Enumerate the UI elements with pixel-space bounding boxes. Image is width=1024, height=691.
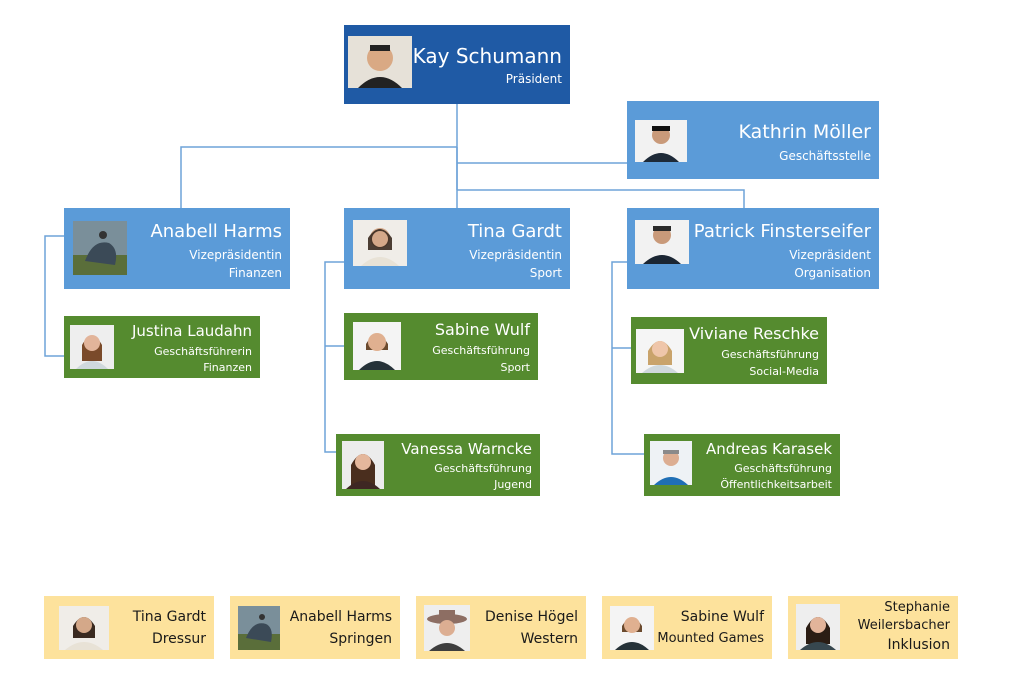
- discipline-photo-inklusion: [796, 604, 840, 650]
- vice-box-tina-gardt[interactable]: Tina Gardt Vizepräsidentin Sport: [344, 208, 570, 289]
- manager-area-viviane-reschke: Social-Media: [749, 365, 819, 378]
- vice-role-patrick-finsterseifer: Vizepräsident: [789, 248, 871, 262]
- manager-box-andreas-karasek[interactable]: Andreas Karasek Geschäftsführung Öffentl…: [644, 434, 840, 496]
- discipline-photo-western: [424, 605, 470, 651]
- president-role: Präsident: [505, 72, 562, 86]
- office-name: Kathrin Möller: [738, 121, 871, 143]
- manager-area-justina-laudahn: Finanzen: [203, 361, 252, 374]
- vice-photo-anabell-harms: [73, 221, 127, 275]
- manager-name-viviane-reschke: Viviane Reschke: [689, 324, 819, 343]
- discipline-box-inklusion[interactable]: Stephanie Weilersbacher Inklusion: [788, 596, 958, 659]
- discipline-name-inklusion-first: Stephanie: [884, 600, 950, 615]
- manager-box-viviane-reschke[interactable]: Viviane Reschke Geschäftsführung Social-…: [631, 317, 827, 384]
- president-photo: [348, 36, 412, 88]
- vice-box-patrick-finsterseifer[interactable]: Patrick Finsterseifer Vizepräsident Orga…: [627, 208, 879, 289]
- manager-area-sabine-wulf: Sport: [500, 361, 530, 374]
- discipline-label-dressur: Dressur: [151, 631, 206, 647]
- vice-box-anabell-harms[interactable]: Anabell Harms Vizepräsidentin Finanzen: [64, 208, 290, 289]
- manager-name-andreas-karasek: Andreas Karasek: [706, 440, 832, 458]
- manager-area-vanessa-warncke: Jugend: [494, 478, 532, 491]
- discipline-name-mounted-games: Sabine Wulf: [680, 609, 764, 625]
- manager-name-sabine-wulf: Sabine Wulf: [434, 320, 530, 339]
- manager-photo-viviane-reschke: [636, 329, 684, 373]
- manager-photo-vanessa-warncke: [342, 441, 384, 489]
- discipline-name-inklusion-last: Weilersbacher: [857, 618, 950, 633]
- vice-role-tina-gardt: Vizepräsidentin: [469, 248, 562, 262]
- discipline-label-springen: Springen: [329, 631, 392, 647]
- discipline-name-western: Denise Högel: [485, 609, 578, 625]
- manager-area-andreas-karasek: Öffentlichkeitsarbeit: [720, 478, 832, 491]
- vice-area-tina-gardt: Sport: [529, 266, 562, 280]
- vice-name-anabell-harms: Anabell Harms: [150, 221, 282, 242]
- manager-photo-sabine-wulf: [353, 322, 401, 370]
- manager-photo-andreas-karasek: [650, 441, 692, 485]
- discipline-label-mounted-games: Mounted Games: [657, 631, 764, 646]
- president-box[interactable]: Kay Schumann Präsident: [344, 25, 570, 104]
- vice-name-tina-gardt: Tina Gardt: [467, 221, 562, 242]
- discipline-photo-springen: [238, 606, 280, 650]
- vice-name-patrick-finsterseifer: Patrick Finsterseifer: [693, 221, 871, 242]
- manager-role-andreas-karasek: Geschäftsführung: [734, 462, 832, 475]
- manager-role-viviane-reschke: Geschäftsführung: [721, 348, 819, 361]
- vice-role-anabell-harms: Vizepräsidentin: [189, 248, 282, 262]
- president-name: Kay Schumann: [412, 44, 562, 68]
- discipline-box-dressur[interactable]: Tina Gardt Dressur: [44, 596, 214, 659]
- discipline-name-springen: Anabell Harms: [289, 609, 392, 625]
- manager-role-sabine-wulf: Geschäftsführung: [432, 344, 530, 357]
- manager-role-justina-laudahn: Geschäftsführerin: [154, 345, 252, 358]
- discipline-box-springen[interactable]: Anabell Harms Springen: [230, 596, 400, 659]
- manager-role-vanessa-warncke: Geschäftsführung: [434, 462, 532, 475]
- manager-name-justina-laudahn: Justina Laudahn: [131, 322, 252, 340]
- manager-box-sabine-wulf[interactable]: Sabine Wulf Geschäftsführung Sport: [344, 313, 538, 380]
- discipline-label-western: Western: [520, 631, 578, 647]
- discipline-label-inklusion: Inklusion: [887, 637, 951, 653]
- discipline-photo-dressur: [59, 606, 109, 650]
- vice-area-anabell-harms: Finanzen: [228, 266, 282, 280]
- discipline-photo-mounted-games: [610, 606, 654, 650]
- manager-photo-justina-laudahn: [70, 325, 114, 369]
- discipline-name-dressur: Tina Gardt: [132, 609, 206, 625]
- vice-area-patrick-finsterseifer: Organisation: [794, 266, 871, 280]
- vice-photo-tina-gardt: [353, 220, 407, 266]
- office-photo: [635, 120, 687, 162]
- office-role: Geschäftsstelle: [779, 149, 871, 163]
- office-box[interactable]: Kathrin Möller Geschäftsstelle: [627, 101, 879, 179]
- manager-name-vanessa-warncke: Vanessa Warncke: [401, 440, 532, 458]
- discipline-box-western[interactable]: Denise Högel Western: [416, 596, 586, 659]
- manager-box-justina-laudahn[interactable]: Justina Laudahn Geschäftsführerin Finanz…: [64, 316, 260, 378]
- manager-box-vanessa-warncke[interactable]: Vanessa Warncke Geschäftsführung Jugend: [336, 434, 540, 496]
- vice-photo-patrick-finsterseifer: [635, 220, 689, 264]
- discipline-box-mounted-games[interactable]: Sabine Wulf Mounted Games: [602, 596, 772, 659]
